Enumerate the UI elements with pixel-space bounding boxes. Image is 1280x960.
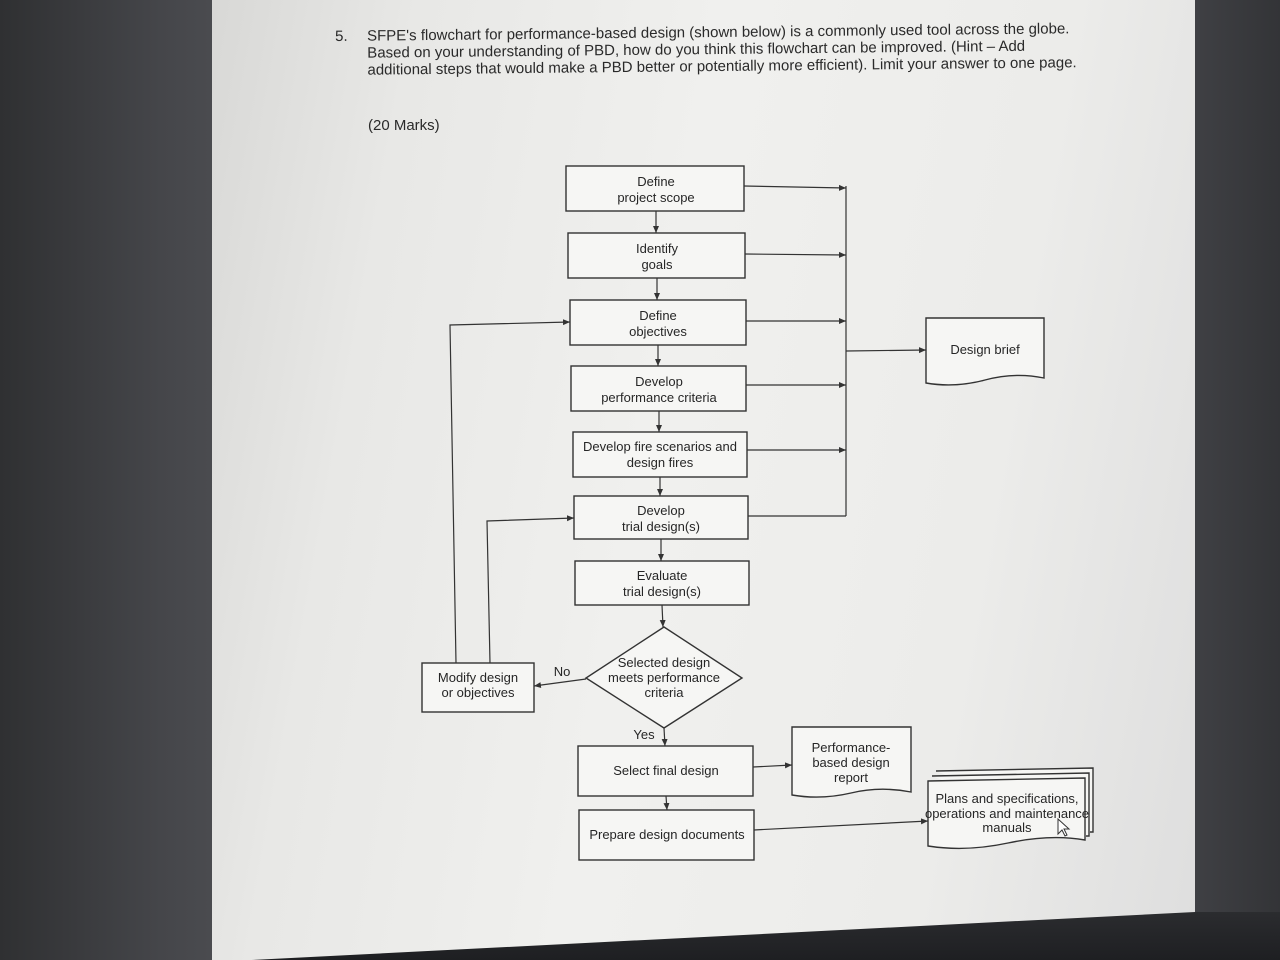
desk-background-left (0, 0, 230, 960)
desk-background-right (1195, 0, 1280, 960)
doc-plans-specifications: Plans and specifications,operations and … (925, 767, 1094, 850)
no-label: No (554, 664, 571, 679)
yes-label: Yes (633, 727, 655, 742)
svg-text:Prepare design documents: Prepare design documents (589, 827, 745, 842)
box-select-final: Select final design (577, 745, 754, 797)
svg-text:Plans and specifications,opera: Plans and specifications,operations and … (925, 791, 1089, 835)
doc-design-brief: Design brief (925, 317, 1045, 386)
cursor-arrow-icon (1057, 817, 1071, 837)
question-marks: (20 Marks) (368, 117, 440, 134)
svg-text:Select final design: Select final design (613, 763, 719, 778)
svg-text:Design brief: Design brief (950, 342, 1020, 357)
box-prepare-documents: Prepare design documents (578, 809, 755, 861)
